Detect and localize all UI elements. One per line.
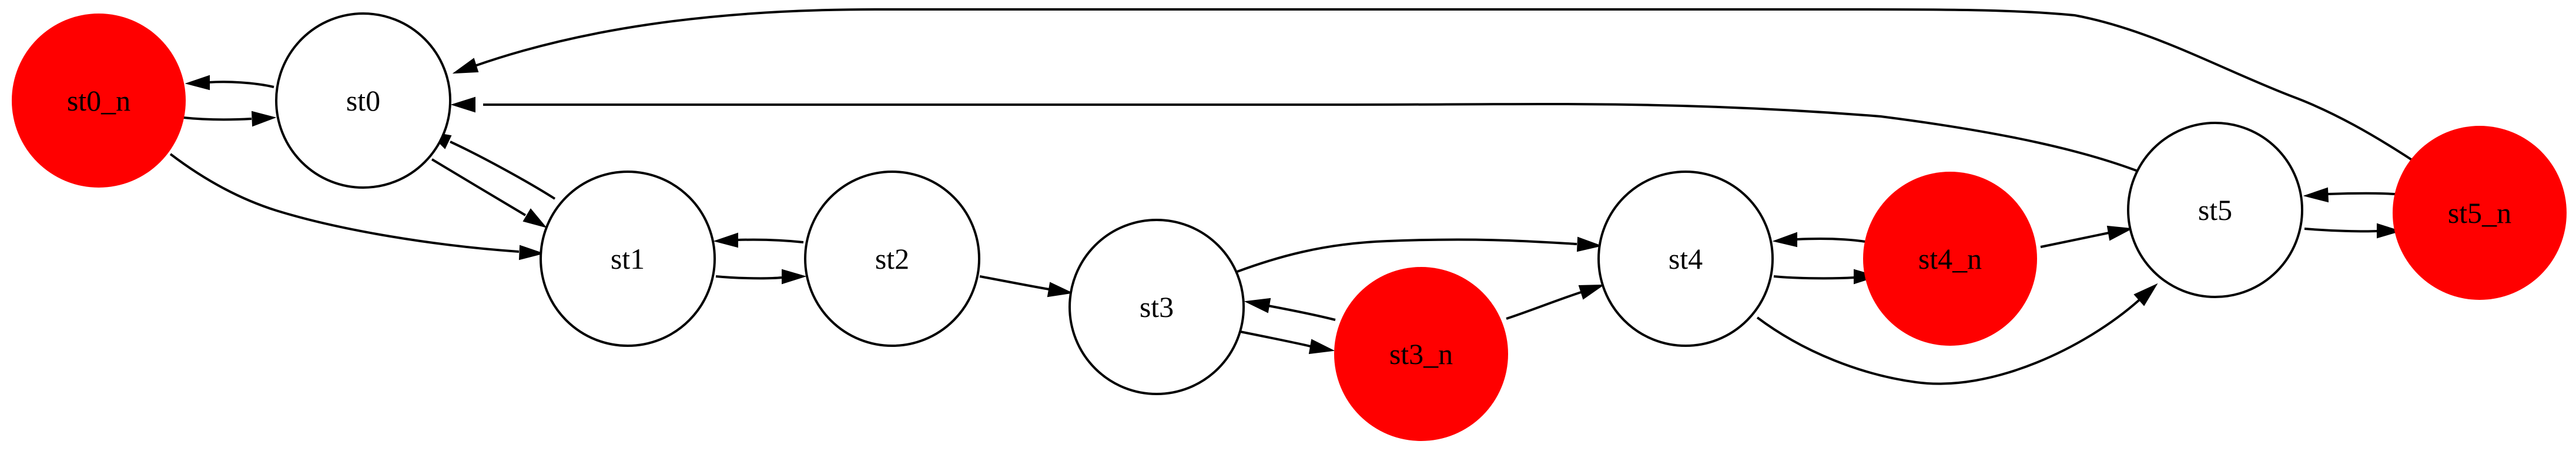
node-label: st3 — [1140, 290, 1174, 323]
node-circle — [804, 171, 980, 347]
node-circle — [1334, 267, 1508, 441]
node-circle — [2127, 122, 2303, 298]
edge-st1-to-st2 — [715, 269, 807, 285]
edge-st0-to-st0_n — [185, 75, 274, 91]
node-circle — [1597, 171, 1774, 347]
state-node-st4: st4 — [1597, 171, 1774, 347]
node-label: st5_n — [2448, 196, 2511, 229]
edge-st3_n-to-st4 — [1506, 284, 1605, 320]
node-label: st4_n — [1918, 242, 1982, 275]
node-circle — [12, 14, 186, 188]
node-circle — [275, 12, 451, 189]
node-label: st1 — [611, 242, 645, 275]
node-label: st5 — [2198, 193, 2232, 226]
state-node-st2: st2 — [804, 171, 980, 347]
edge-st0_n-to-st1 — [169, 153, 545, 260]
edge-st3-to-st4 — [1237, 236, 1603, 273]
edge-st4-to-st5 — [1756, 283, 2158, 385]
edge-st3-to-st3_n — [1240, 330, 1335, 355]
edge-st0-to-st1 — [431, 158, 547, 228]
state-node-st3_n: st3_n — [1334, 267, 1508, 441]
edge-st4_n-to-st5 — [2040, 225, 2133, 248]
edge-st4-to-st4_n — [1773, 269, 1879, 285]
node-circle — [1863, 172, 2037, 346]
state-node-st0: st0 — [275, 12, 451, 189]
state-node-st3: st3 — [1068, 219, 1245, 395]
edge-st2-to-st1 — [713, 232, 804, 248]
state-node-st5_n: st5_n — [2393, 126, 2567, 300]
node-label: st4 — [1669, 242, 1703, 275]
state-node-st1: st1 — [540, 171, 716, 347]
node-label: st0 — [346, 84, 380, 117]
state-node-st0_n: st0_n — [12, 14, 186, 188]
state-node-st4_n: st4_n — [1863, 172, 2037, 346]
node-label: st0_n — [67, 84, 130, 117]
state-node-st5: st5 — [2127, 122, 2303, 298]
node-label: st2 — [875, 242, 909, 275]
edge-st4_n-to-st4 — [1772, 232, 1866, 248]
edge-st5-to-st5_n — [2304, 223, 2402, 239]
node-label: st3_n — [1389, 338, 1453, 370]
node-circle — [540, 171, 716, 347]
edge-st3_n-to-st3 — [1244, 298, 1336, 321]
edge-st1-to-st0 — [427, 131, 556, 200]
edge-st5_n-to-st0 — [452, 8, 2417, 163]
edge-st2-to-st3 — [979, 275, 1074, 298]
node-circle — [1068, 219, 1245, 395]
edge-st0_n-to-st0 — [183, 111, 277, 127]
node-circle — [2393, 126, 2567, 300]
edge-st5-to-st0 — [450, 96, 2140, 173]
